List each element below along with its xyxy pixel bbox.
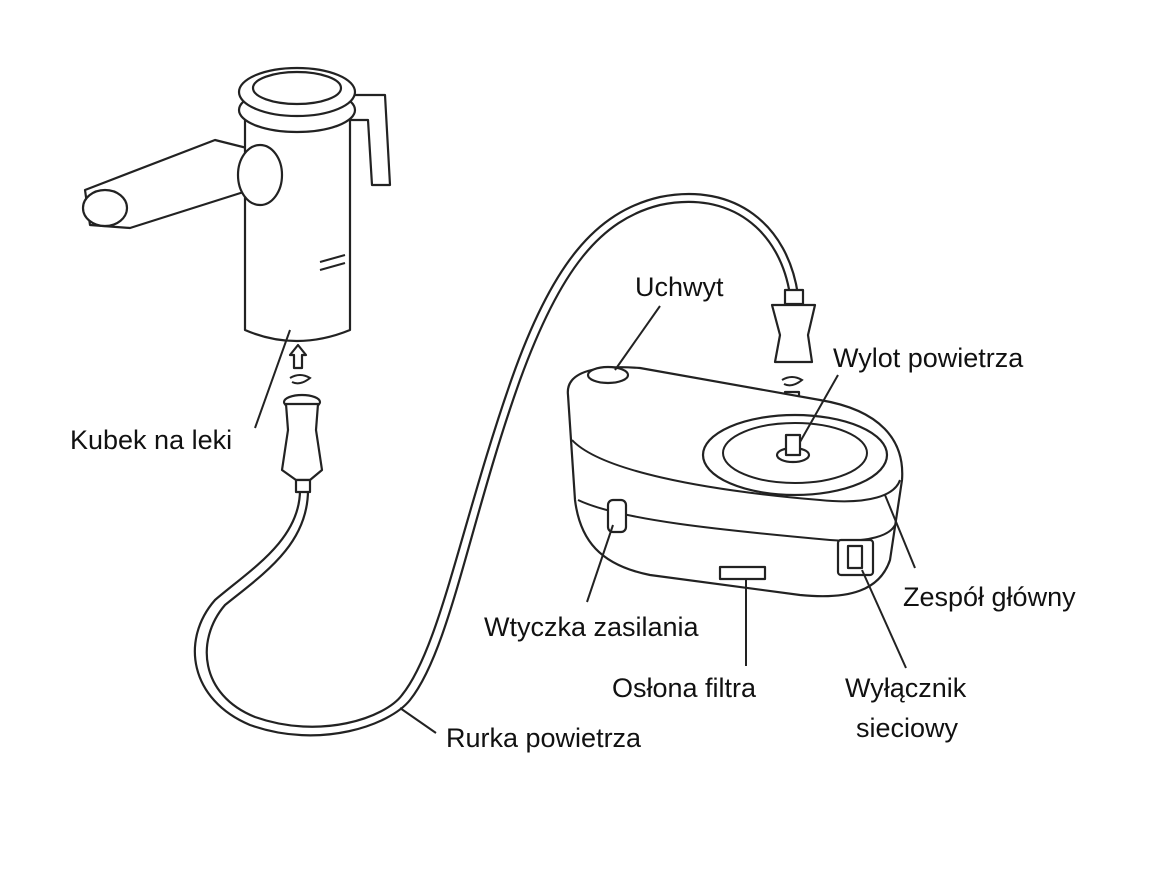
label-air-tube: Rurka powietrza xyxy=(446,723,642,753)
leader-lines xyxy=(254,305,916,734)
label-power-switch-line1: Wyłącznik xyxy=(845,673,967,703)
main-unit xyxy=(566,365,904,598)
label-air-outlet: Wylot powietrza xyxy=(833,343,1024,373)
label-handle: Uchwyt xyxy=(635,272,724,302)
label-medicine-cup: Kubek na leki xyxy=(70,425,233,455)
label-power-switch-line2: sieciowy xyxy=(856,713,959,743)
filter-cover-part xyxy=(718,565,767,581)
label-main-unit: Zespół główny xyxy=(903,582,1076,612)
power-plug-socket xyxy=(606,498,628,534)
medicine-cup xyxy=(81,66,392,385)
label-filter-cover: Osłona filtra xyxy=(612,673,757,703)
air-tube xyxy=(193,192,800,737)
label-power-plug: Wtyczka zasilania xyxy=(484,612,699,642)
cup-connector xyxy=(280,393,324,494)
